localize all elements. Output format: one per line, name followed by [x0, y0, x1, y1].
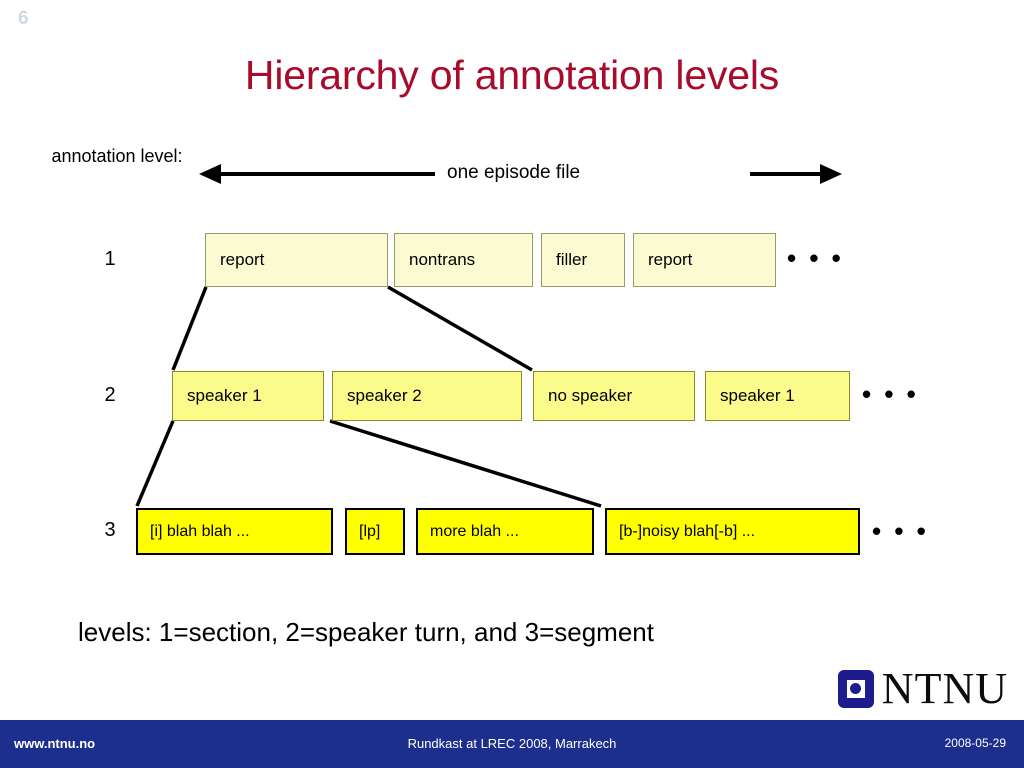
annotation-box-label: more blah ...	[430, 522, 519, 540]
annotation-box-label: [i] blah blah ...	[150, 522, 250, 540]
right-arrow-icon	[750, 164, 842, 184]
ntnu-mark-inner-square	[846, 679, 865, 698]
annotation-box-label: report	[648, 250, 693, 269]
annotation-box-level-1[interactable]: nontrans	[394, 233, 533, 287]
connector-line-1	[171, 286, 208, 371]
annotation-box-level-3[interactable]: [b-]noisy blah[-b] ...	[605, 508, 860, 555]
connector-line-3	[135, 420, 175, 507]
annotation-box-label: filler	[556, 250, 588, 269]
annotation-box-label: no speaker	[548, 386, 633, 405]
annotation-box-level-3[interactable]: [i] blah blah ...	[136, 508, 333, 555]
connector-line-4	[329, 419, 602, 508]
annotation-box-label: [b-]noisy blah[-b] ...	[619, 522, 756, 540]
footer-url[interactable]: www.ntnu.no	[14, 736, 96, 751]
row-label-level-3: 3	[104, 519, 116, 541]
episode-span-caption: one episode file	[447, 162, 581, 183]
ntnu-logo: NTNU	[837, 664, 1008, 713]
ntnu-mark-icon	[837, 669, 874, 708]
row-label-level-2: 2	[104, 384, 116, 406]
annotation-box-label: [lp]	[359, 522, 381, 540]
annotation-box-level-3[interactable]: [lp]	[345, 508, 405, 555]
annotation-box-level-1[interactable]: report	[205, 233, 388, 287]
annotation-box-level-2[interactable]: speaker 1	[172, 371, 324, 421]
annotation-box-label: speaker 1	[187, 386, 262, 405]
annotation-box-label: nontrans	[409, 250, 476, 269]
annotation-box-level-2[interactable]: speaker 1	[705, 371, 850, 421]
annotation-box-level-1[interactable]: report	[633, 233, 776, 287]
levels-legend-caption: levels: 1=section, 2=speaker turn, and 3…	[78, 617, 654, 647]
annotation-box-level-1[interactable]: filler	[541, 233, 625, 287]
footer-bar: www.ntnu.no Rundkast at LREC 2008, Marra…	[0, 720, 1024, 768]
page-number: 6	[18, 8, 29, 29]
footer-conference-text: Rundkast at LREC 2008, Marrakech	[407, 736, 617, 751]
annotation-box-level-2[interactable]: no speaker	[533, 371, 695, 421]
footer-date: 2008-05-29	[944, 736, 1006, 750]
ellipsis-level-1: • • •	[787, 243, 844, 273]
annotation-box-label: speaker 2	[347, 386, 422, 405]
left-arrow-icon	[199, 164, 435, 184]
page-title: Hierarchy of annotation levels	[244, 52, 780, 98]
annotation-box-level-2[interactable]: speaker 2	[332, 371, 522, 421]
annotation-box-level-3[interactable]: more blah ...	[416, 508, 594, 555]
annotation-box-label: report	[220, 250, 265, 269]
ntnu-wordmark: NTNU	[881, 664, 1008, 713]
annotation-box-label: speaker 1	[720, 386, 795, 405]
connector-line-2	[387, 285, 533, 372]
ellipsis-level-2: • • •	[862, 379, 919, 409]
annotation-level-label: annotation level:	[51, 146, 183, 166]
row-label-level-1: 1	[104, 248, 116, 270]
ntnu-mark-dot	[850, 683, 862, 695]
ellipsis-level-3: • • •	[872, 516, 929, 546]
